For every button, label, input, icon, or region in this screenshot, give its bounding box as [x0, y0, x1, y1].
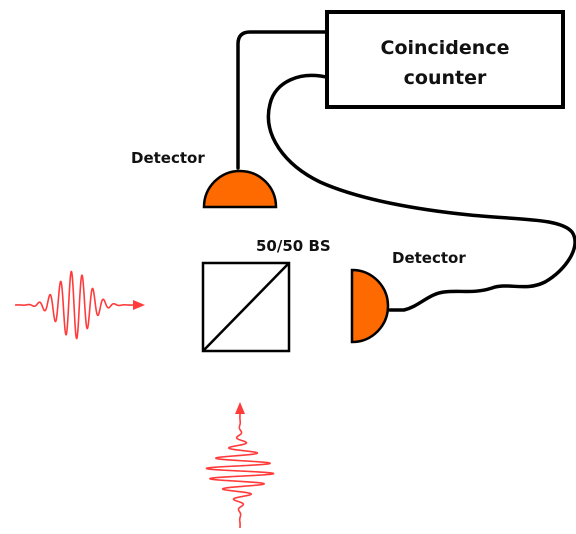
detector-top-dome — [202, 169, 278, 209]
photon-wavepacket-horizontal — [15, 270, 145, 340]
coincidence-counter-label-line1: Coincidence — [381, 37, 510, 59]
coincidence-counter-label-line2: counter — [404, 67, 487, 89]
coincidence-counter: Coincidence counter — [325, 10, 565, 109]
beam-splitter-label: 50/50 BS — [256, 237, 331, 255]
detector-right: Detector — [350, 249, 466, 344]
cable-right-detector — [266, 73, 576, 312]
cable-top-detector — [236, 30, 329, 170]
photon-arrow-up-icon — [235, 402, 245, 414]
photon-wavepacket-vertical — [205, 402, 275, 528]
photon-wave-horizontal — [15, 270, 133, 340]
photon-wave-vertical — [205, 414, 275, 528]
detector-right-label: Detector — [392, 249, 466, 267]
beam-splitter-diagonal — [202, 262, 290, 352]
beam-splitter: 50/50 BS — [201, 237, 331, 353]
photon-arrow-right-icon — [133, 300, 145, 310]
detector-right-dome — [350, 268, 390, 344]
detector-top: Detector — [131, 149, 278, 209]
detector-top-label: Detector — [131, 149, 205, 167]
coincidence-counter-box — [325, 10, 565, 109]
